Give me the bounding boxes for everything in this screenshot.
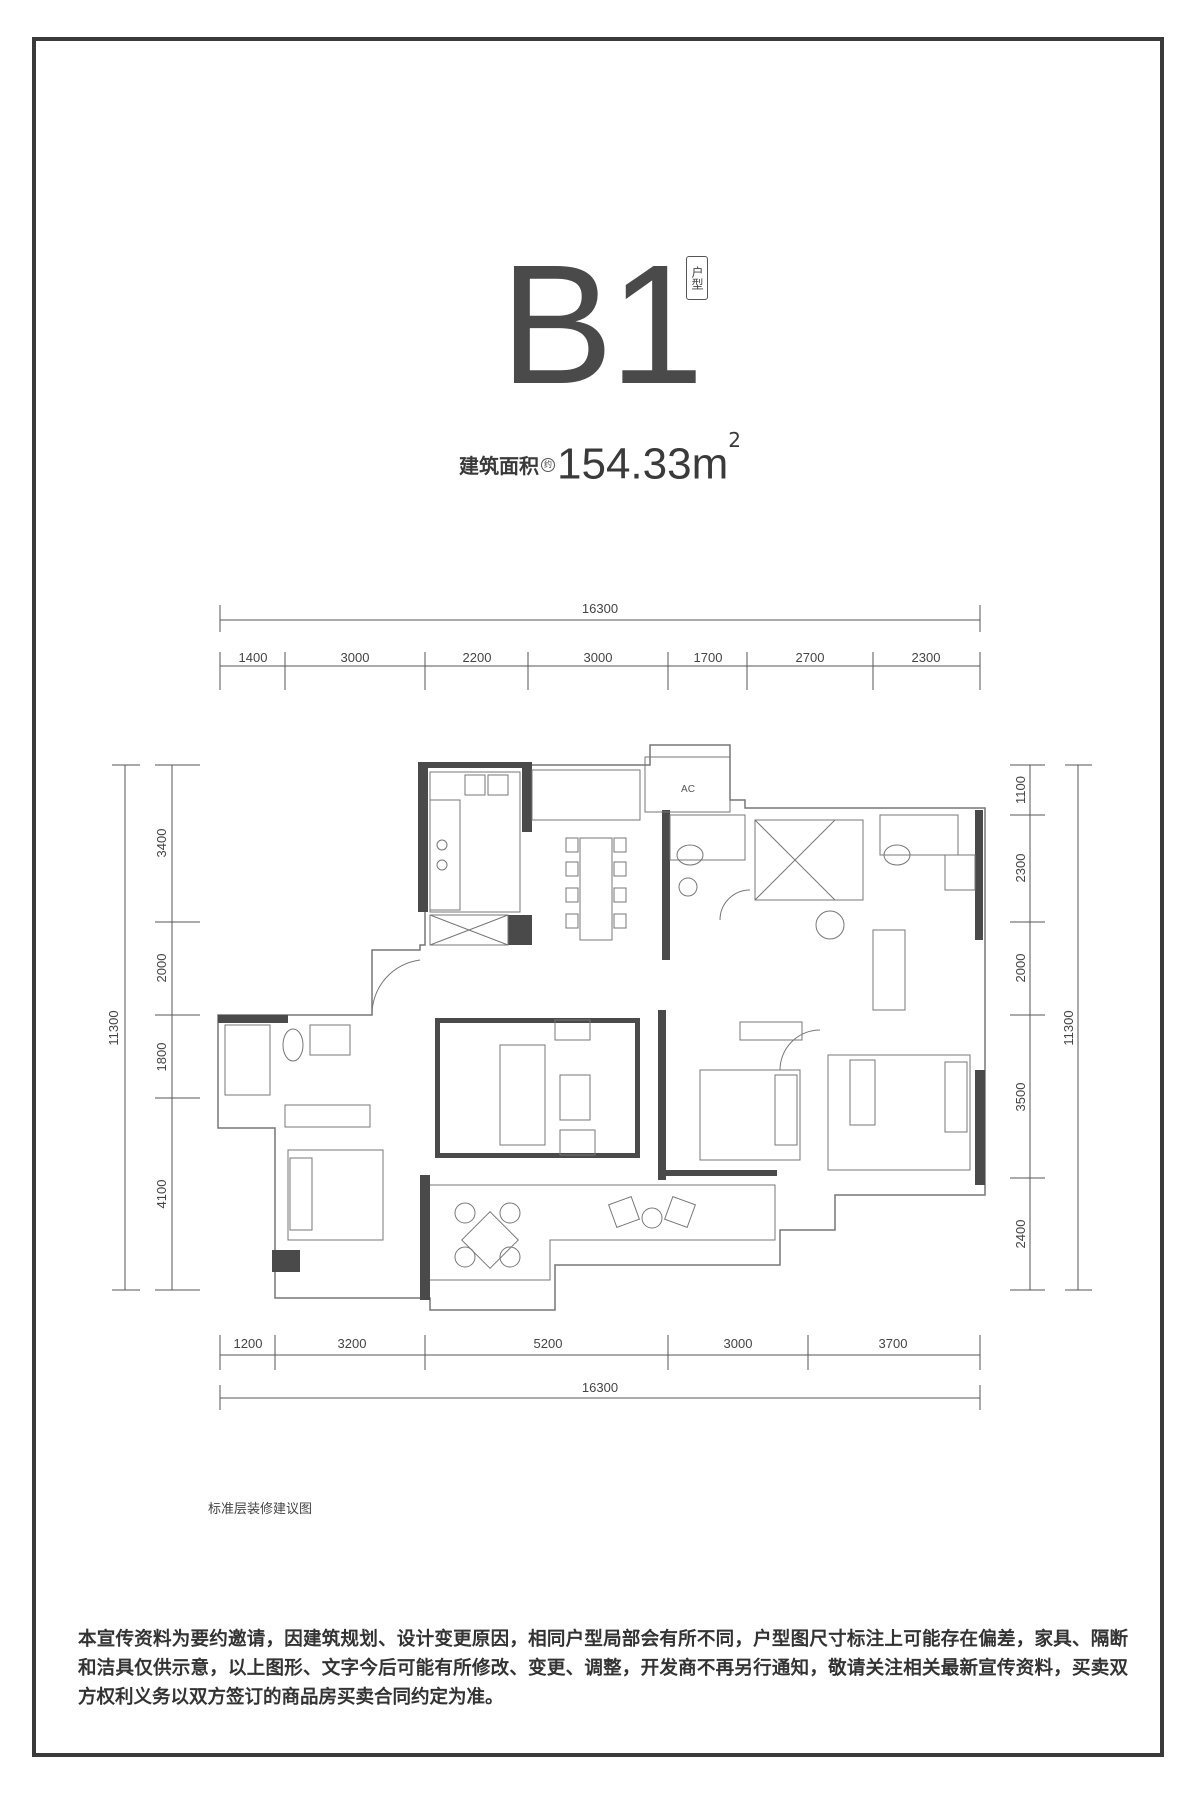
plan-details [224,756,976,1281]
dim-top-seg: 2700 [796,650,825,665]
wall [218,1015,288,1023]
wall [435,1153,640,1158]
ac-label: AC [681,784,695,795]
wall [272,1250,300,1272]
dim-left-seg: 4100 [154,1180,169,1209]
dining-table [579,837,613,941]
dim-top-seg: 2200 [463,650,492,665]
right-dimensions [1010,764,1092,1291]
wall [662,1170,777,1176]
page-frame [32,37,1164,1757]
area-value: 154.33 [557,439,692,489]
area-label: 建筑面积 [459,454,540,478]
wall [975,810,983,940]
title-block: B1 [0,240,1200,410]
dim-right-seg: 3500 [1013,1083,1028,1112]
bedroom [699,1069,801,1161]
sofa [499,1044,546,1146]
dim-right-total: 11300 [1061,1010,1076,1045]
unit-code: B1 [500,230,704,420]
wall [508,915,532,945]
master-bedroom [827,1054,971,1171]
dim-right-seg: 1100 [1013,776,1028,804]
dim-top-seg: 1700 [694,650,723,665]
dim-left-total: 11300 [106,1010,121,1045]
coffee-table [559,1074,591,1121]
balcony-table [461,1211,519,1269]
kitchen [429,771,521,913]
dim-top-seg: 1400 [239,650,268,665]
dim-top-seg: 3000 [341,650,370,665]
plan-caption: 标准层装修建议图 [208,1502,313,1517]
left-dimensions [112,764,200,1291]
dim-left-seg: 2000 [154,954,169,983]
bottom-dimensions [219,1335,981,1410]
dim-bottom-seg: 1200 [234,1336,263,1351]
dim-top-seg: 3000 [584,650,613,665]
dim-bottom-total: 16300 [582,1380,618,1395]
wall [975,1070,985,1185]
wall [435,1018,440,1158]
wall [662,810,670,960]
dim-bottom-seg: 3000 [724,1336,753,1351]
dim-top-seg: 2300 [912,650,941,665]
dim-top-total: 16300 [582,601,618,616]
wall [435,1018,640,1023]
dim-right-seg: 2000 [1013,954,1028,983]
wall [420,762,532,768]
kitchen-storage [429,914,509,946]
disclaimer-text: 本宣传资料为要约邀请，因建筑规划、设计变更原因，相同户型局部会有所不同，户型图尺… [78,1629,1128,1708]
wall [522,762,532,832]
plan-walls [218,762,985,1300]
dim-bottom-seg: 3700 [879,1336,908,1351]
wall [658,1010,666,1180]
area-unit-power: 2 [728,428,741,452]
area-unit: m [691,439,729,489]
dim-right-seg: 2300 [1013,854,1028,883]
dim-right-seg: 2400 [1013,1220,1028,1249]
approx-mark: 约 [541,457,556,472]
unit-type-tag: 户型 [686,256,708,300]
dim-left-seg: 1800 [154,1043,169,1072]
wall [418,762,428,912]
dim-bottom-seg: 5200 [534,1336,563,1351]
wall [635,1018,640,1158]
dim-bottom-seg: 3200 [338,1336,367,1351]
top-dimensions [219,605,981,690]
plan-outline [217,744,986,1311]
wall [420,1175,430,1300]
bedroom-left [287,1149,384,1241]
dim-left-seg: 3400 [154,829,169,858]
